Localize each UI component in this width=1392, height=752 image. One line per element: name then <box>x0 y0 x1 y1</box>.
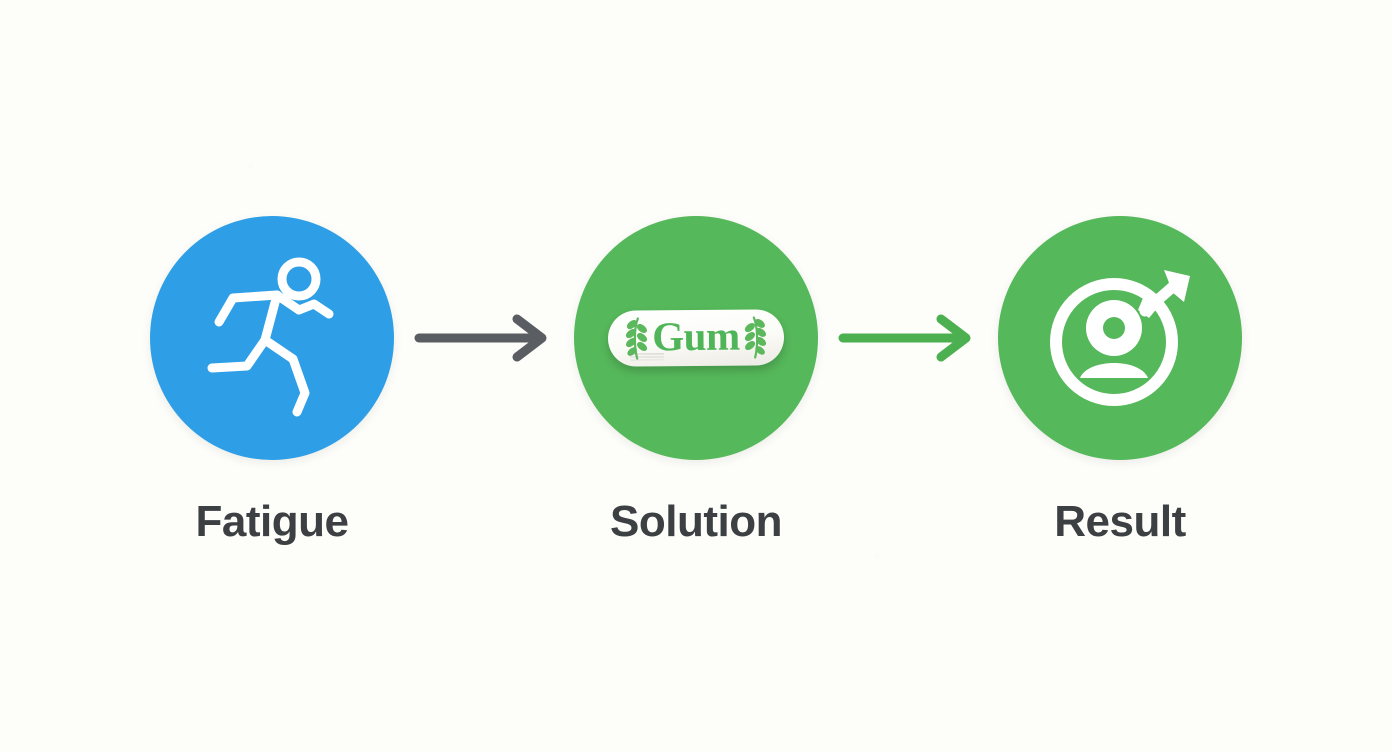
running-person-icon <box>207 257 334 417</box>
gum-pill: Gum <box>607 309 785 367</box>
arrow-right-green-icon <box>838 314 971 362</box>
flow-step-label-solution: Solution <box>610 497 782 546</box>
gum-pill-word: Gum <box>652 312 740 360</box>
result-icon-circle[interactable] <box>998 216 1242 460</box>
arrow-connector-2 <box>818 216 998 460</box>
flow-step-result[interactable]: Result <box>998 216 1242 544</box>
arrow-connector-1 <box>394 216 574 460</box>
flow-step-label-fatigue: Fatigue <box>195 497 349 546</box>
flow-step-solution[interactable]: Gum Solution <box>574 216 818 544</box>
flow-step-fatigue[interactable]: Fatigue <box>150 216 394 544</box>
fatigue-icon-circle[interactable] <box>150 216 394 460</box>
arrow-right-gray-icon <box>414 314 547 362</box>
pill-fineprint <box>630 353 665 361</box>
laurel-branch-right-icon <box>744 316 766 359</box>
target-person-dart-icon <box>1050 270 1190 406</box>
flow-step-label-result: Result <box>1054 497 1186 546</box>
laurel-branch-left-icon <box>626 317 648 360</box>
solution-icon-circle[interactable]: Gum <box>574 216 818 460</box>
